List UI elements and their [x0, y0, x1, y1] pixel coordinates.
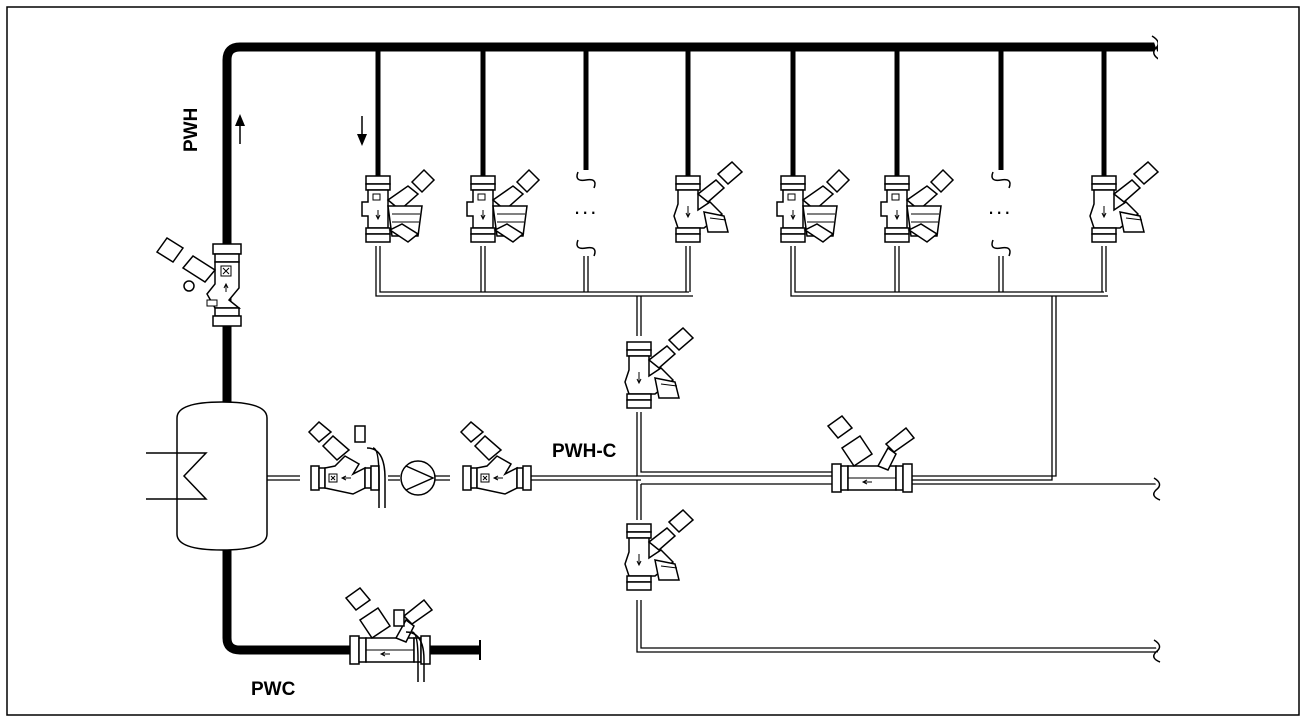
riser-break [576, 171, 1011, 257]
water-heater-tank [146, 401, 268, 551]
circulation-valve-right [827, 415, 915, 493]
ellipsis-right: ... [988, 194, 1012, 219]
pipe-break-lower [1153, 477, 1161, 663]
circulation-valve-lower [624, 509, 694, 591]
riser-valve-4 [776, 169, 850, 243]
riser-valve-5 [880, 169, 954, 243]
pwh-label: PWH [181, 108, 202, 152]
pwc-cold-pipe [222, 548, 480, 655]
pwh-supply-pipe [222, 42, 1158, 403]
circulation-valve-upper [624, 327, 694, 409]
riser-group [375, 47, 1107, 176]
riser-valve-2 [466, 169, 540, 243]
heating-coil [146, 452, 208, 500]
circulation-valve-heater [308, 421, 386, 508]
circulation-pump [400, 460, 436, 496]
circulation-valve-pump [460, 421, 532, 495]
flow-arrow-up-icon [235, 114, 245, 144]
riser-valve-6 [1089, 161, 1159, 243]
riser-valve-3 [673, 161, 743, 243]
riser-valve-1 [361, 169, 435, 243]
pwc-label: PWC [251, 679, 296, 700]
flow-arrow-down-icon [357, 116, 367, 146]
pwh-main-valve [155, 236, 242, 327]
pwh-c-label: PWH-C [552, 441, 617, 462]
pwc-valve [345, 587, 433, 682]
diagram-frame [6, 6, 1300, 716]
circulation-return-pipes [265, 246, 1158, 653]
ellipsis-left: ... [574, 194, 598, 219]
